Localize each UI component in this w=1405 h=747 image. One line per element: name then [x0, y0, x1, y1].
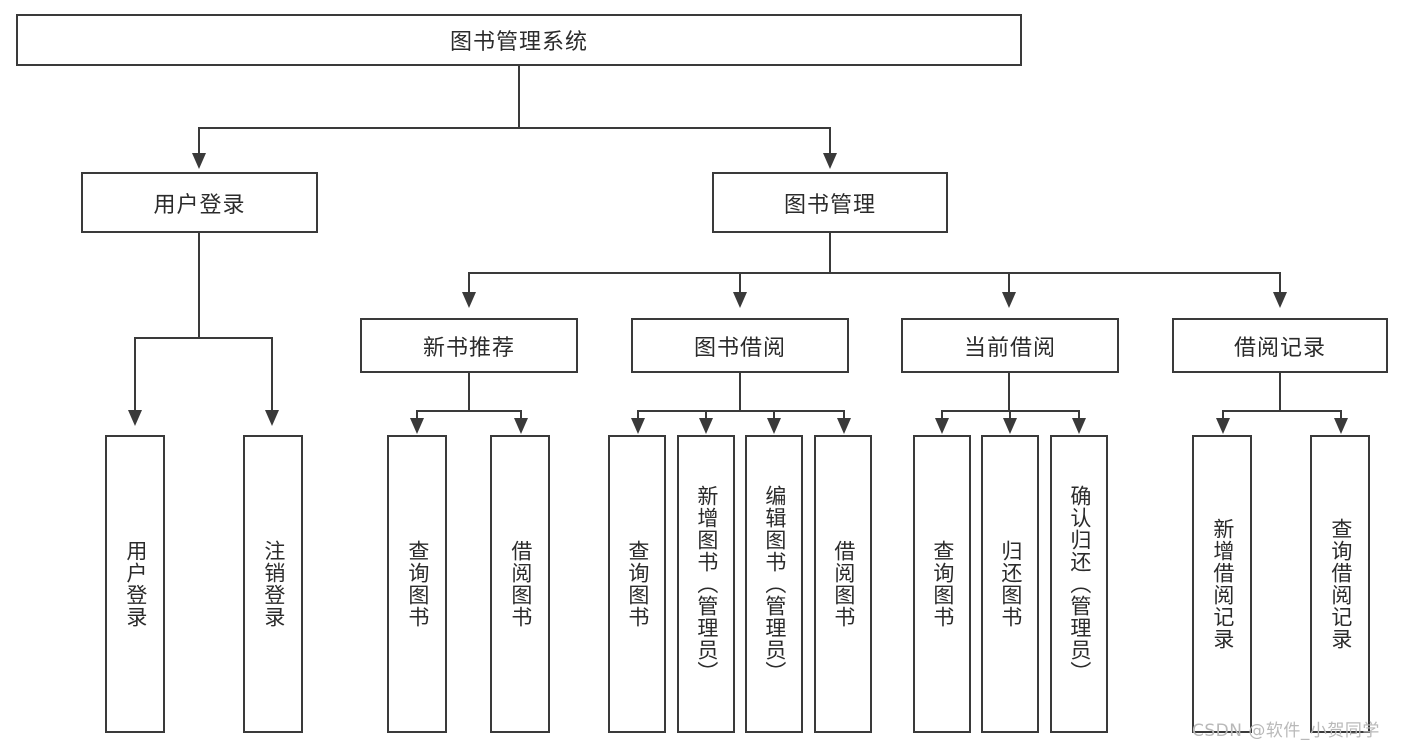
arrowhead-bb-leaf-4 [837, 418, 851, 434]
arrowhead-cb-leaf-3 [1072, 418, 1086, 434]
edge-bb-stem [739, 373, 741, 411]
arrowhead-cb-leaf-2 [1003, 418, 1017, 434]
leaf-user-login[interactable]: 用户登录 [105, 435, 165, 733]
edge-br-bus [1222, 410, 1342, 412]
edge-cb-drop-1 [941, 410, 943, 420]
edge-br-drop-2 [1340, 410, 1342, 420]
node-label: 确认归还（管理员） [1067, 485, 1092, 683]
arrowhead-br-leaf-2 [1334, 418, 1348, 434]
csdn-watermark: CSDN @软件_小贺同学 [1192, 721, 1380, 741]
edge-br-stem [1279, 373, 1281, 411]
node-label: 查询图书 [930, 540, 955, 628]
edge-user-login-drop-1 [134, 337, 136, 412]
node-label: 编辑图书（管理员） [762, 485, 787, 683]
edge-bm-drop-borrow-record [1279, 272, 1281, 294]
edge-nbr-bus [416, 410, 521, 412]
edge-bb-bus [637, 410, 845, 412]
arrowhead-book-borrow [733, 292, 747, 308]
node-label: 借阅记录 [1233, 335, 1326, 361]
node-book-management[interactable]: 图书管理 [712, 172, 948, 233]
edge-root-to-book-management [829, 127, 831, 155]
arrowhead-bb-leaf-1 [631, 418, 645, 434]
node-label: 归还图书 [998, 540, 1023, 628]
leaf-nbr-borrow-book[interactable]: 借阅图书 [490, 435, 550, 733]
edge-bb-drop-1 [637, 410, 639, 420]
edge-br-drop-1 [1222, 410, 1224, 420]
edge-user-login-drop-2 [271, 337, 273, 412]
node-label: 注销登录 [261, 540, 286, 628]
edge-book-management-bus [468, 272, 1280, 274]
edge-book-management-stem [829, 233, 831, 273]
edge-bb-drop-2 [705, 410, 707, 420]
edge-bm-drop-new-book [468, 272, 470, 294]
leaf-logout[interactable]: 注销登录 [243, 435, 303, 733]
arrowhead-borrow-record [1273, 292, 1287, 308]
leaf-cb-return-book[interactable]: 归还图书 [981, 435, 1039, 733]
leaf-bb-query-book[interactable]: 查询图书 [608, 435, 666, 733]
arrowhead-nbr-leaf-1 [410, 418, 424, 434]
node-label: 新书推荐 [422, 335, 515, 361]
arrowhead-nbr-leaf-2 [514, 418, 528, 434]
node-label: 查询借阅记录 [1328, 518, 1353, 650]
edge-root-bus [198, 127, 831, 129]
node-label: 借阅图书 [508, 540, 533, 628]
node-current-borrow[interactable]: 当前借阅 [901, 318, 1119, 373]
edge-nbr-drop-2 [520, 410, 522, 420]
node-label: 当前借阅 [963, 335, 1056, 361]
arrowhead-current-borrow [1002, 292, 1016, 308]
leaf-bb-add-book-admin[interactable]: 新增图书（管理员） [677, 435, 735, 733]
leaf-bb-borrow-book[interactable]: 借阅图书 [814, 435, 872, 733]
edge-cb-drop-3 [1078, 410, 1080, 420]
arrowhead-br-leaf-1 [1216, 418, 1230, 434]
edge-cb-stem [1008, 373, 1010, 411]
arrowhead-cb-leaf-1 [935, 418, 949, 434]
edge-cb-drop-2 [1009, 410, 1011, 420]
edge-bm-drop-book-borrow [739, 272, 741, 294]
leaf-br-query-record[interactable]: 查询借阅记录 [1310, 435, 1370, 733]
leaf-cb-confirm-return-admin[interactable]: 确认归还（管理员） [1050, 435, 1108, 733]
node-label: 查询图书 [625, 540, 650, 628]
arrowhead-new-book-recommend [462, 292, 476, 308]
arrowhead-book-management [823, 153, 837, 169]
node-book-management-system[interactable]: 图书管理系统 [16, 14, 1022, 66]
edge-nbr-drop-1 [416, 410, 418, 420]
arrowhead-leaf-user-login [128, 410, 142, 426]
edge-bb-drop-4 [843, 410, 845, 420]
node-label: 新增借阅记录 [1210, 518, 1235, 650]
node-label: 图书借阅 [693, 335, 786, 361]
leaf-cb-query-book[interactable]: 查询图书 [913, 435, 971, 733]
leaf-br-add-record[interactable]: 新增借阅记录 [1192, 435, 1252, 733]
leaf-nbr-query-book[interactable]: 查询图书 [387, 435, 447, 733]
leaf-bb-edit-book-admin[interactable]: 编辑图书（管理员） [745, 435, 803, 733]
edge-bm-drop-current-borrow [1008, 272, 1010, 294]
arrowhead-bb-leaf-3 [767, 418, 781, 434]
node-label: 用户登录 [153, 192, 246, 218]
node-label: 用户登录 [123, 540, 148, 628]
node-label: 查询图书 [405, 540, 430, 628]
edge-user-login-stem [198, 233, 200, 338]
node-label: 借阅图书 [831, 540, 856, 628]
node-label: 新增图书（管理员） [694, 485, 719, 683]
edge-user-login-bus [134, 337, 272, 339]
node-label: 图书管理 [783, 192, 876, 218]
arrowhead-bb-leaf-2 [699, 418, 713, 434]
node-book-borrow[interactable]: 图书借阅 [631, 318, 849, 373]
edge-nbr-stem [468, 373, 470, 411]
edge-root-to-user-login [198, 127, 200, 155]
edge-bb-drop-3 [773, 410, 775, 420]
node-user-login[interactable]: 用户登录 [81, 172, 318, 233]
edge-root-stem [518, 66, 520, 128]
arrowhead-leaf-logout [265, 410, 279, 426]
arrowhead-user-login [192, 153, 206, 169]
node-label: 图书管理系统 [449, 30, 588, 55]
node-new-book-recommend[interactable]: 新书推荐 [360, 318, 578, 373]
node-borrow-record[interactable]: 借阅记录 [1172, 318, 1388, 373]
